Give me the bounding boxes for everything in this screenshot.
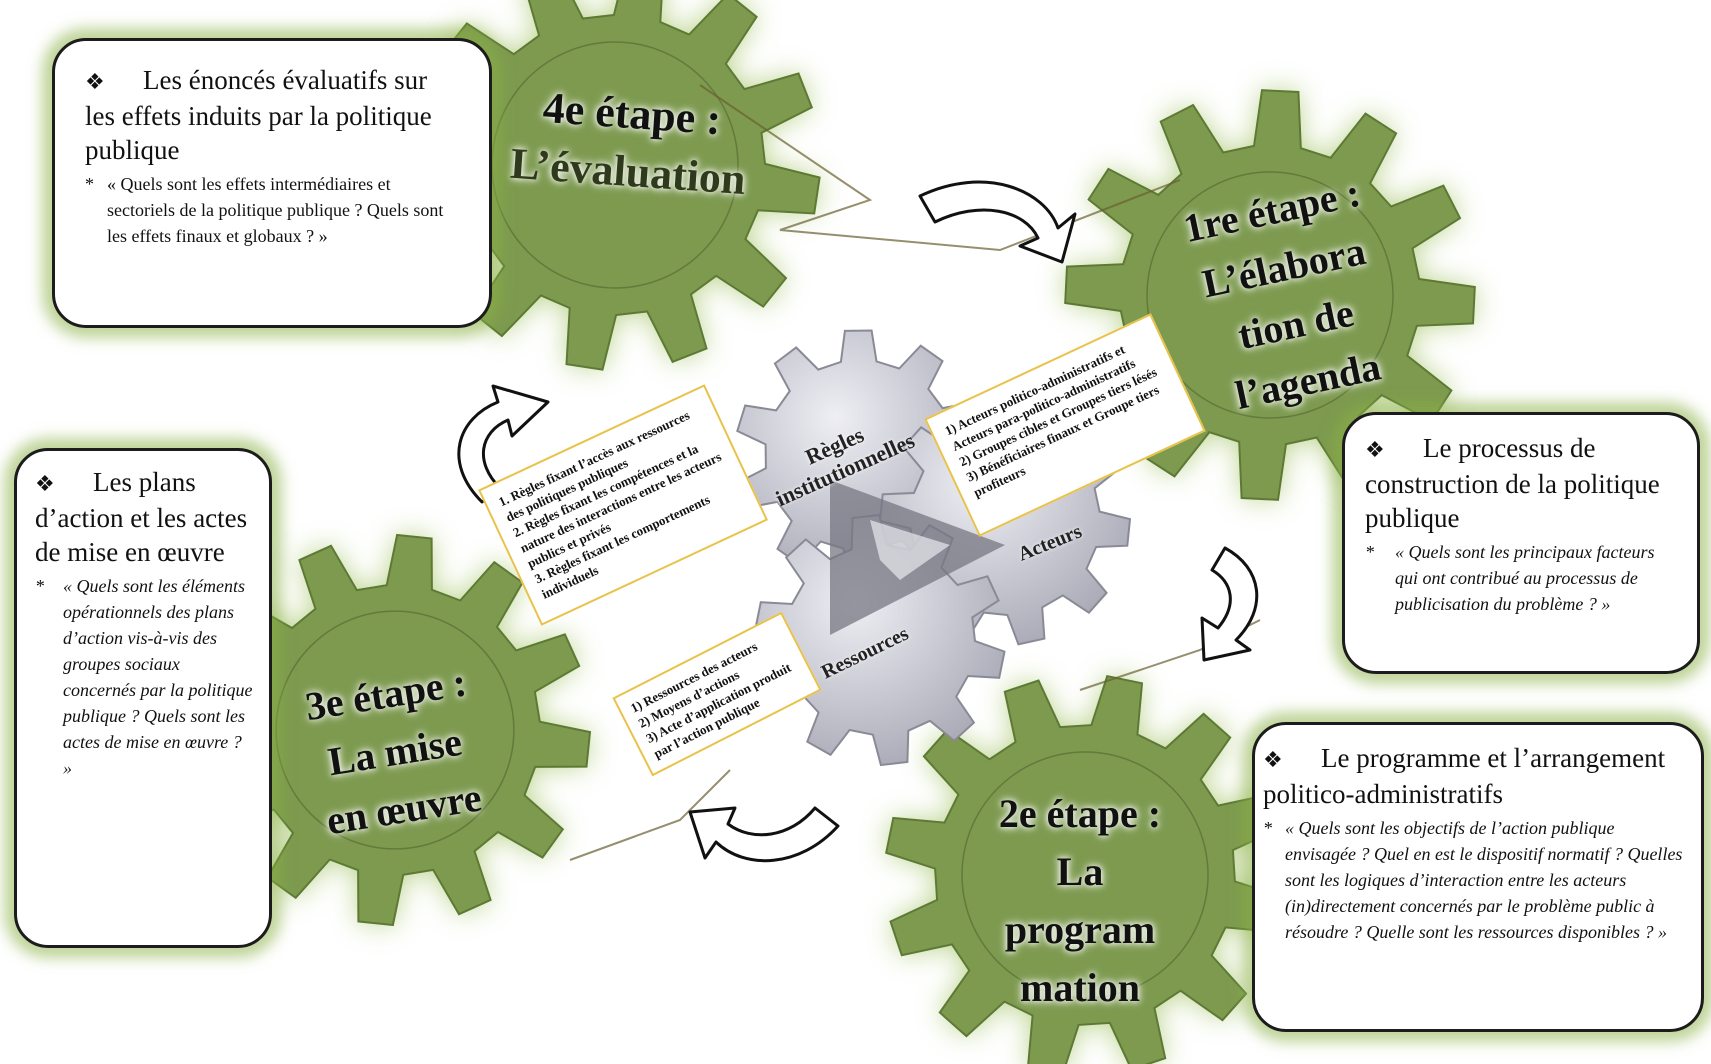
box-programmation: ❖Le programme et l’arrangement politico-… [1252, 722, 1704, 1032]
box-agenda-title: ❖Le processus de construction de la poli… [1365, 431, 1677, 535]
diamond-bullet-icon: ❖ [1263, 747, 1283, 772]
box-evaluation-question: * « Quels sont les effets intermédiaires… [85, 171, 463, 249]
box-mise-title-text: Les plans d’action et les actes de mise … [35, 467, 248, 567]
box-agenda-title-text: Le processus de construction de la polit… [1365, 433, 1660, 533]
gear-agenda-ring [1146, 171, 1394, 419]
gear-mise-en-oeuvre-ring [275, 610, 515, 850]
box-evaluation: ❖Les énoncés évaluatifs sur les effets i… [52, 38, 492, 328]
frame-line [569, 769, 731, 861]
arrow-agenda-to-programmation-icon [1200, 546, 1259, 662]
asterisk-marker: * [85, 174, 94, 194]
box-programmation-question: * « Quels sont les objectifs de l’action… [1263, 815, 1685, 945]
box-programmation-title-text: Le programme et l’arrangement politico-a… [1263, 743, 1666, 809]
gear-programmation [885, 675, 1285, 1064]
box-mise-en-oeuvre: ❖Les plans d’action et les actes de mise… [14, 448, 272, 948]
stage-programmation-line: 2e étape : [998, 791, 1162, 836]
box-evaluation-question-text: « Quels sont les effets intermédiaires e… [107, 174, 444, 246]
box-mise-title: ❖Les plans d’action et les actes de mise… [35, 465, 255, 569]
box-programmation-title: ❖Le programme et l’arrangement politico-… [1263, 741, 1685, 811]
gear-evaluation-ring [491, 41, 739, 289]
box-mise-question-text: « Quels sont les éléments opérationnels … [63, 576, 253, 778]
stage-label-programmation: 2e étape : La program mation [960, 785, 1200, 1017]
box-agenda-question: * « Quels sont les principaux facteurs q… [1365, 539, 1677, 617]
box-agenda: ❖Le processus de construction de la poli… [1342, 412, 1700, 674]
box-evaluation-title: ❖Les énoncés évaluatifs sur les effets i… [85, 63, 463, 167]
stage-programmation-line: La [1056, 849, 1104, 894]
box-programmation-question-text: « Quels sont les objectifs de l’action p… [1285, 818, 1683, 942]
arrow-evaluation-to-agenda-icon [918, 180, 1077, 264]
stage-programmation-line: mation [1020, 965, 1140, 1010]
asterisk-marker: * [35, 576, 44, 596]
asterisk-marker: * [1263, 818, 1272, 838]
diamond-bullet-icon: ❖ [1365, 437, 1385, 462]
diamond-bullet-icon: ❖ [35, 471, 55, 496]
center-swirl-icon [870, 520, 950, 580]
gear-programmation-ring [961, 751, 1209, 999]
arrow-programmation-to-mise-icon [688, 806, 840, 863]
arrow-mise-to-evaluation-icon [457, 384, 550, 504]
stage-label-evaluation: 4e étape : L’évaluation [476, 75, 783, 212]
box-evaluation-title-text: Les énoncés évaluatifs sur les effets in… [85, 65, 432, 165]
box-mise-question: * « Quels sont les éléments opérationnel… [35, 573, 255, 781]
diamond-bullet-icon: ❖ [85, 69, 105, 94]
stage-programmation-line: program [1004, 907, 1156, 952]
box-agenda-question-text: « Quels sont les principaux facteurs qui… [1395, 542, 1655, 614]
asterisk-marker: * [1365, 542, 1374, 562]
